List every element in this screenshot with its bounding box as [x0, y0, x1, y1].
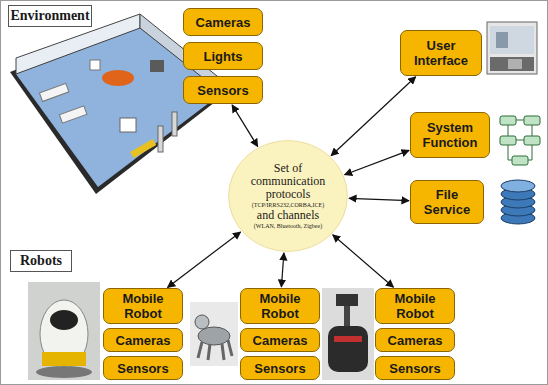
node-text: Sensors [389, 361, 440, 376]
robot-photo [190, 302, 238, 366]
node-text: Cameras [388, 333, 443, 348]
component-box: Mobile Robot [240, 288, 320, 324]
connector-arrow [333, 235, 394, 288]
node-text: Cameras [116, 333, 171, 348]
node-text: User Interface [405, 38, 477, 68]
node-text: Robots [20, 253, 62, 269]
node-text: Mobile Robot [380, 291, 450, 321]
database-icon [501, 180, 535, 224]
node-text: Set of communication protocols [246, 162, 330, 201]
flowchart-icon [500, 116, 540, 165]
ui-screenshot-icon [487, 22, 537, 74]
connector-arrow [349, 198, 409, 200]
node-text: System Function [415, 120, 485, 150]
component-box: Cameras [183, 8, 263, 36]
group-label: Environment [8, 5, 92, 27]
connector-arrow [281, 253, 284, 287]
component-box: Lights [183, 42, 263, 70]
component-box: Mobile Robot [103, 288, 183, 324]
component-box: Sensors [183, 76, 263, 104]
component-box: User Interface [400, 30, 482, 76]
robot-photo [28, 282, 100, 380]
node-text: Lights [204, 49, 243, 64]
node-text: Sensors [254, 361, 305, 376]
robot-photo [322, 288, 374, 380]
node-text: (WLAN, Bluetooth, Zigbee) [254, 222, 322, 230]
connector-arrow [345, 150, 410, 174]
node-text: Mobile Robot [245, 291, 315, 321]
component-box: Cameras [375, 328, 455, 352]
room-illustration [10, 14, 228, 194]
component-box: Mobile Robot [375, 288, 455, 324]
component-box: System Function [410, 112, 490, 158]
group-label: Robots [10, 250, 72, 272]
node-text: and channels [257, 209, 319, 222]
node-text: (TCP/IP,RS232,CORBA,ICE) [252, 201, 325, 209]
node-text: Environment [10, 8, 89, 24]
connector-arrow [232, 105, 258, 147]
component-box: Sensors [375, 356, 455, 380]
connector-arrow [331, 77, 416, 156]
node-text: Cameras [196, 15, 251, 30]
component-box: Sensors [103, 356, 183, 380]
component-box: Cameras [103, 328, 183, 352]
component-box: Sensors [240, 356, 320, 380]
component-box: File Service [410, 180, 484, 224]
node-text: Mobile Robot [108, 291, 178, 321]
node-text: File Service [415, 187, 479, 217]
node-text: Sensors [197, 83, 248, 98]
protocol-ellipse: Set of communication protocols(TCP/IP,RS… [228, 140, 348, 252]
connector-arrow [168, 232, 241, 288]
node-text: Sensors [117, 361, 168, 376]
node-text: Cameras [253, 333, 308, 348]
component-box: Cameras [240, 328, 320, 352]
